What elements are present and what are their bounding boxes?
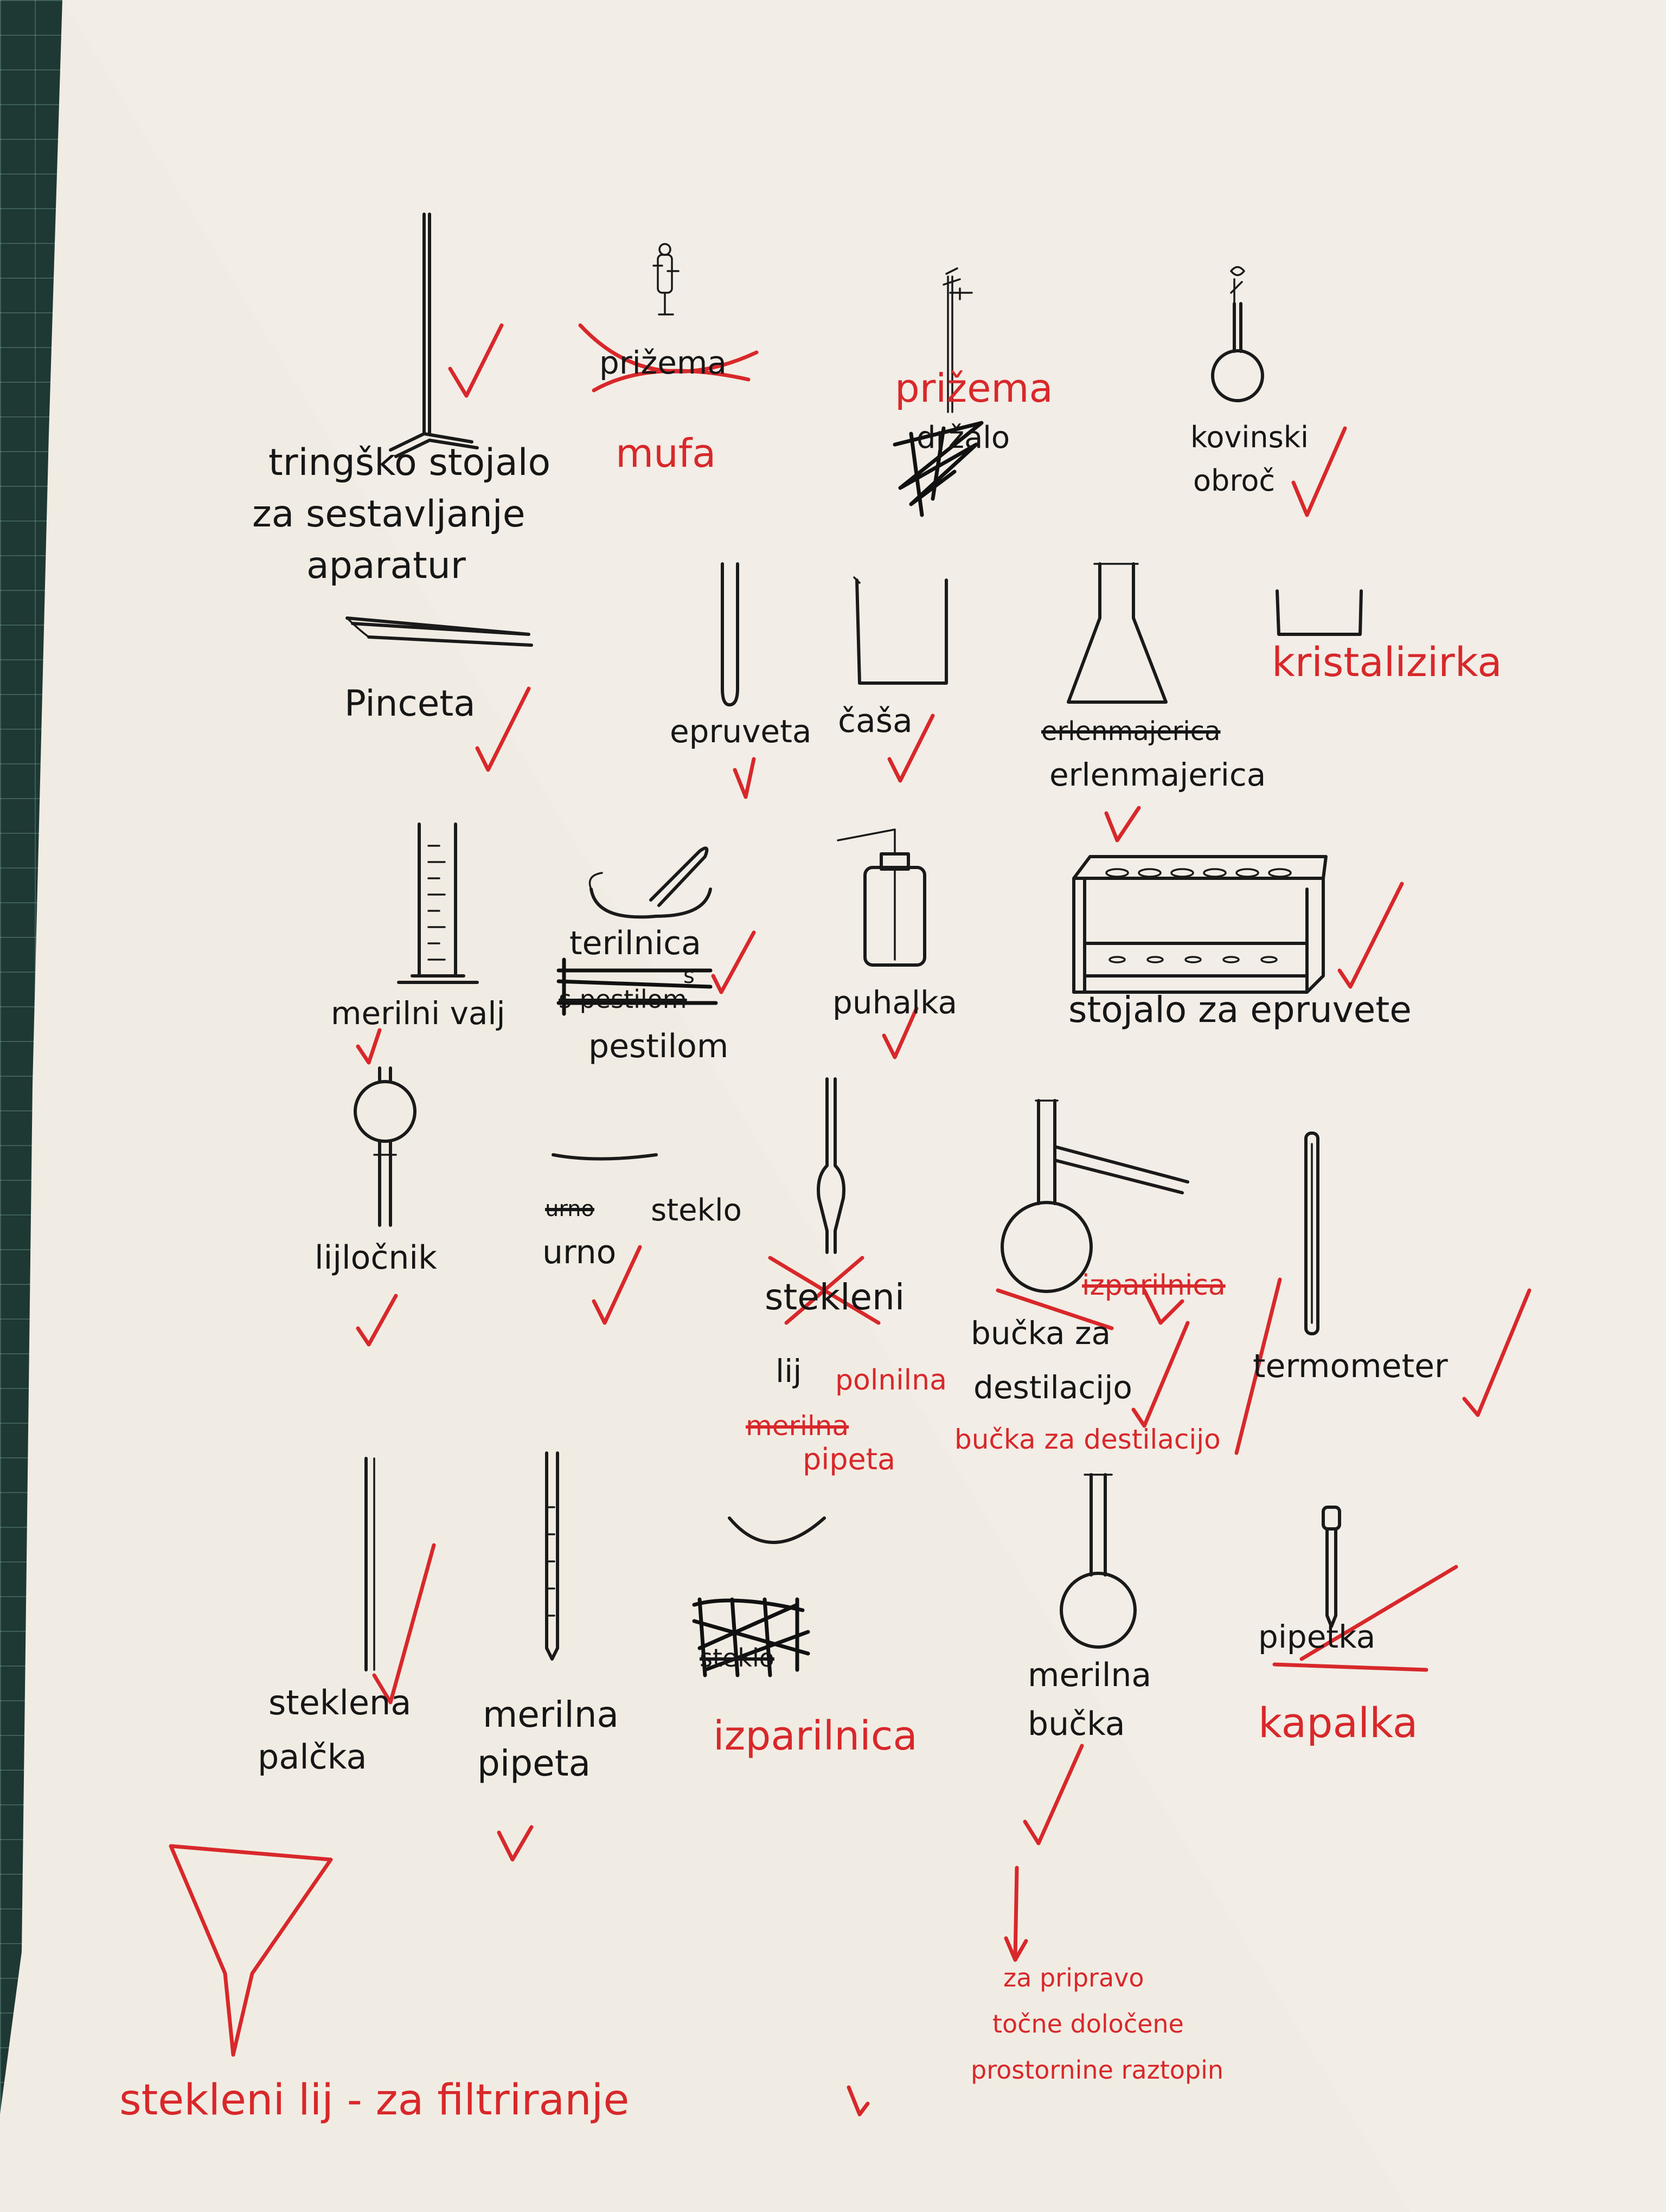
label-distill-line2: destilacijo <box>973 1369 1132 1406</box>
label-pipette-lij: lij <box>776 1353 802 1390</box>
label-clamp-correction: mufa <box>616 430 716 476</box>
mortar-pestle-drawing <box>588 846 712 919</box>
erlenmeyer-flask-drawing <box>1067 562 1168 704</box>
label-glass-rod-line1: steklena <box>268 1683 412 1722</box>
label-distill-red: bučka za destilacijo <box>954 1424 1221 1455</box>
label-clamp-crossed: prižema <box>599 344 727 381</box>
label-tripod-stand-line1: tringško stojalo <box>268 441 551 484</box>
label-volumetric-flask-line2: bučka <box>1028 1705 1125 1743</box>
label-tweezers: Pinceta <box>344 683 476 724</box>
label-test-tube: epruveta <box>670 713 812 750</box>
label-graduated-cylinder: merilni valj <box>331 995 505 1032</box>
label-pipette-crossed: stekleni <box>765 1276 905 1318</box>
label-pipette-red-crossed: merilna <box>746 1410 849 1442</box>
label-measuring-pipette-line2: pipeta <box>477 1742 591 1784</box>
label-watch-glass: urno <box>542 1233 617 1271</box>
label-flask: erlenmajerica <box>1049 756 1266 793</box>
crystallizer-drawing <box>1276 589 1363 636</box>
glass-rod-drawing <box>364 1457 375 1671</box>
label-ring-line1: kovinski <box>1190 420 1309 454</box>
label-pipette-red: polnilna <box>835 1364 947 1397</box>
graduated-cylinder-drawing <box>397 822 479 984</box>
holder-drawing <box>943 267 973 413</box>
tripod-stand-drawing <box>389 213 479 458</box>
volumetric-pipette-drawing <box>817 1077 845 1254</box>
beaker-drawing <box>853 576 948 685</box>
watch-glass-drawing <box>552 1153 658 1161</box>
label-holder-crossed: držalo <box>917 420 1010 455</box>
label-wash-bottle: puhalka <box>832 984 958 1021</box>
evaporating-dish-drawing <box>728 1516 826 1544</box>
volumetric-flask-drawing <box>1060 1473 1137 1649</box>
label-distill-line1: bučka za <box>971 1315 1111 1352</box>
label-glass-rod-line2: palčka <box>258 1737 367 1777</box>
label-evaporating-dish-crossed: steklo <box>700 1643 774 1673</box>
label-volumetric-flask-line1: merilna <box>1028 1656 1152 1694</box>
label-mortar-pestle: pestilom <box>588 1027 729 1065</box>
label-watch-glass-crossed: urno <box>545 1197 594 1221</box>
label-measuring-pipette-line1: merilna <box>483 1694 619 1735</box>
ring-drawing <box>1211 266 1264 402</box>
clamp-drawing <box>652 243 680 316</box>
label-mortar: terilnica <box>569 924 701 962</box>
test-tube-drawing <box>721 562 739 706</box>
label-holder-red: prižema <box>895 365 1053 411</box>
label-volumetric-note-line2: točne določene <box>992 2009 1184 2039</box>
label-dropper: kapalka <box>1258 1699 1418 1747</box>
label-rack: stojalo za epruvete <box>1068 989 1412 1031</box>
label-watch-glass-word: steklo <box>651 1193 742 1228</box>
label-evaporating-dish: izparilnica <box>713 1713 918 1759</box>
wash-bottle-drawing <box>837 828 926 967</box>
label-mortar-crossed: s pestilom <box>559 985 687 1014</box>
label-beaker: čaša <box>838 702 913 740</box>
separatory-funnel-drawing <box>354 1066 416 1227</box>
label-volumetric-note-line1: za pripravo <box>1003 1963 1144 1992</box>
crossed-out-marks <box>556 323 1458 1677</box>
thermometer-drawing <box>1304 1131 1319 1335</box>
label-mortar-small: s <box>683 963 695 988</box>
label-pipette-red2: pipeta <box>803 1442 896 1476</box>
label-ring-line2: obroč <box>1193 464 1276 498</box>
label-tripod-stand-line3: aparatur <box>306 544 466 587</box>
label-separatory-funnel: lijločnik <box>315 1239 437 1277</box>
label-dropper-crossed: pipetka <box>1258 1618 1376 1655</box>
note-arrow-drawing <box>1004 1866 1028 1962</box>
tweezers-drawing <box>345 616 533 647</box>
checkmarks <box>356 323 1532 2117</box>
label-funnel: stekleni lij - za filtriranje <box>119 2076 630 2125</box>
label-volumetric-note-line3: prostornine raztopin <box>971 2055 1224 2085</box>
label-crystallizer: kristalizirka <box>1272 639 1502 686</box>
test-tube-rack-drawing <box>1072 855 1328 994</box>
label-distill-red-crossed: izparilnica <box>1082 1269 1226 1302</box>
label-thermometer: termometer <box>1253 1347 1448 1385</box>
measuring-pipette-drawing <box>545 1451 559 1661</box>
label-tripod-stand-line2: za sestavljanje <box>252 493 526 536</box>
label-flask-crossed: erlenmajerica <box>1041 716 1221 747</box>
distillation-flask-drawing <box>1001 1099 1189 1293</box>
dropper-drawing <box>1322 1506 1341 1628</box>
funnel-drawing <box>169 1844 333 2057</box>
